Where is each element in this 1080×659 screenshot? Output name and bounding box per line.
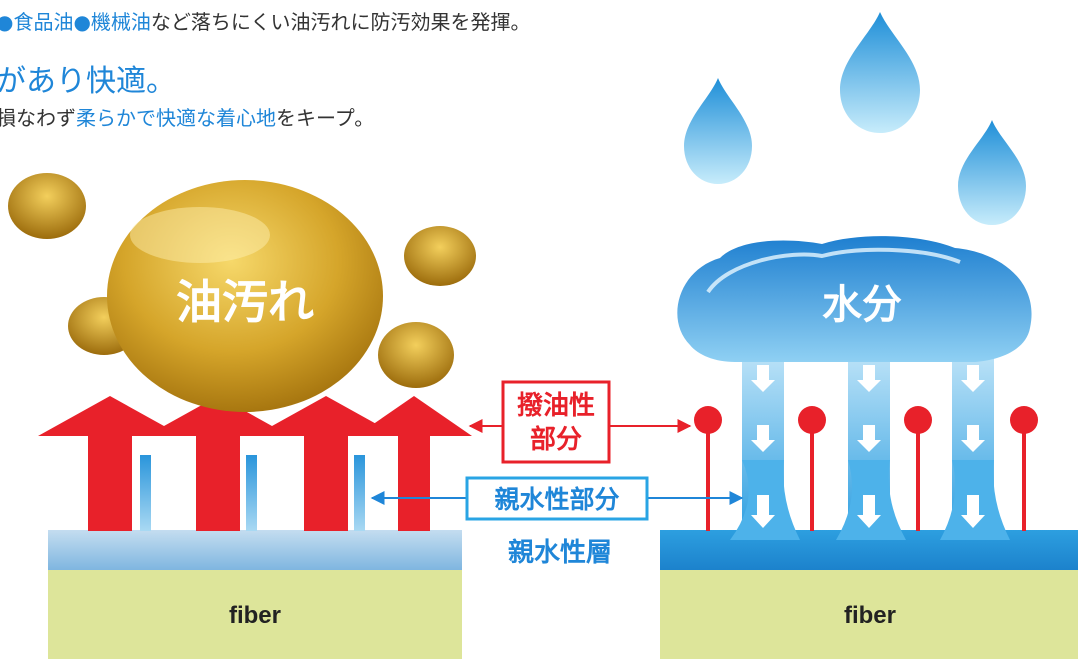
- water-drop: [958, 120, 1026, 225]
- fiber-label-right: fiber: [844, 602, 896, 629]
- oil-effect-text: など落ちにくい油汚れに防汚効果を発揮。: [150, 10, 531, 34]
- water-flow-arrows: [751, 365, 985, 528]
- repellent-arrow: [38, 396, 182, 531]
- oil-droplet-large: [107, 180, 383, 412]
- comfort-suffix-text: をキープ。: [276, 106, 375, 130]
- right-panel: 水分: [660, 236, 1078, 659]
- center-labels: 撥油性 部分 親水性部分 親水性層: [370, 380, 744, 568]
- repellent-arrow: [356, 396, 472, 531]
- fiber-block-left: [48, 568, 462, 659]
- oil-stain-label: 油汚れ: [176, 275, 314, 329]
- hydrophilic-layer-label: 親水性層: [508, 538, 612, 568]
- oil-repellent-label-1: 撥油性: [517, 391, 595, 421]
- oil-droplet-small: [378, 322, 454, 388]
- hydrophilic-stick: [354, 455, 365, 531]
- hydrophilic-part-box: [465, 476, 649, 521]
- repellent-pin-head: [694, 406, 722, 434]
- water-label: 水分: [822, 282, 902, 328]
- oil-repellent-pins: [694, 406, 1038, 531]
- oil-droplet-small: [404, 226, 476, 286]
- repellent-pin-head: [904, 406, 932, 434]
- repellent-arrow: [146, 396, 290, 531]
- comfort-prefix-text: 損なわず: [0, 106, 76, 130]
- water-drops: [684, 12, 1026, 225]
- header-line-2: があり快適。: [0, 64, 176, 99]
- repellent-pin-head: [1010, 406, 1038, 434]
- water-drop: [840, 12, 920, 133]
- fiber-block-right: [660, 568, 1078, 659]
- oil-types-text: ●食品油●機械油: [0, 10, 151, 34]
- oil-repellent-arrows: [38, 396, 472, 531]
- comfort-highlight-text: 柔らかで快適な着心地: [76, 106, 276, 130]
- oil-droplet-small: [8, 173, 86, 239]
- water-drop: [684, 78, 752, 184]
- oil-droplets: 油汚れ: [8, 173, 476, 412]
- hydrophilic-part-label: 親水性部分: [494, 485, 619, 514]
- fiber-label-left: fiber: [229, 602, 281, 629]
- oil-repellent-label-2: 部分: [530, 425, 582, 455]
- hydrophilic-stick: [246, 455, 257, 531]
- header-line-1: ●食品油●機械油など落ちにくい油汚れに防汚効果を発揮。: [0, 6, 531, 35]
- left-panel: 油汚れ: [8, 173, 476, 659]
- oil-repellent-box: [501, 380, 611, 464]
- hydrophilic-stick: [140, 455, 151, 531]
- header-line-3: 損なわず柔らかで快適な着心地をキープ。: [0, 102, 374, 131]
- water-mass: [677, 236, 1032, 362]
- repellent-pin-head: [798, 406, 826, 434]
- repellent-arrow: [254, 396, 398, 531]
- hydrophilic-layer-left: [48, 530, 462, 570]
